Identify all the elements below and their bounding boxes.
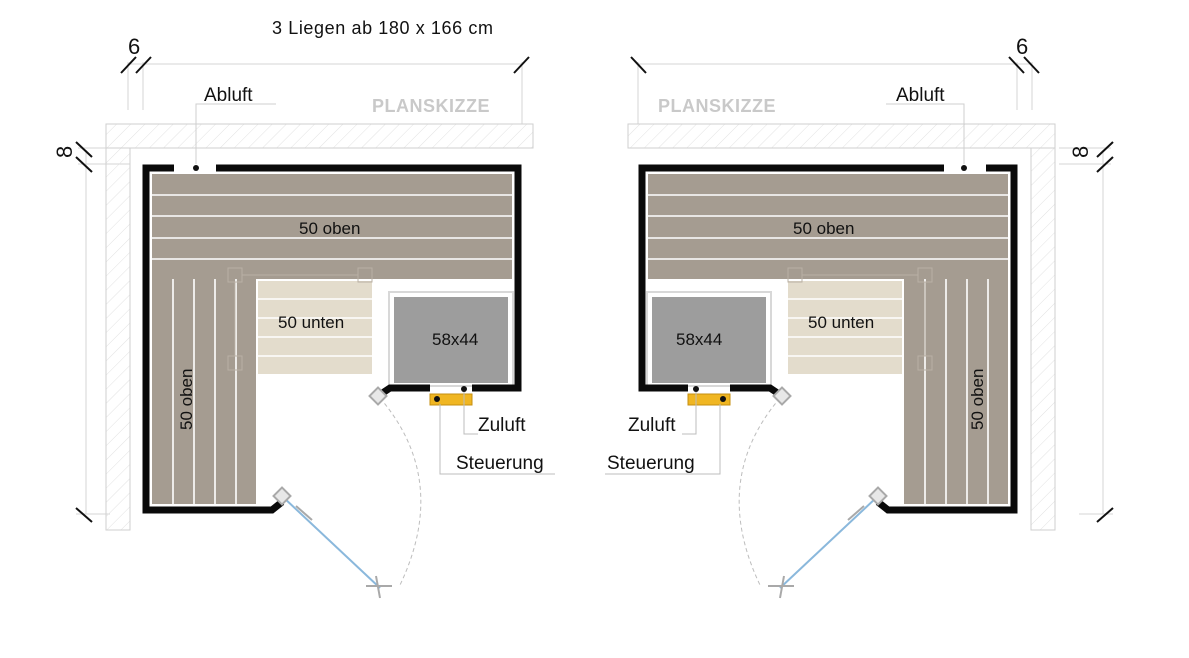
- control-box: [687, 393, 731, 406]
- bench-side-slats: [172, 279, 237, 504]
- door-glass: [282, 496, 381, 589]
- bench-side: [904, 279, 1008, 504]
- dimension-side-label: 8: [1068, 146, 1093, 158]
- watermark-planskizze: PLANSKIZZE: [658, 96, 776, 116]
- dimension-side-label: 8: [52, 146, 77, 158]
- intake-leader: [463, 392, 478, 435]
- heater-label: 58x44: [676, 330, 722, 349]
- bench-top: [648, 174, 1008, 279]
- bench-lower-slats: [788, 298, 902, 357]
- intake-dot-2: [461, 386, 467, 392]
- plan-right: 6 8 PLANSKIZZE Abluft 50 oben 50 oben: [605, 34, 1114, 599]
- bench-lower-label: 50 unten: [278, 313, 344, 332]
- door-glass: [779, 496, 878, 589]
- bench-top-slats: [152, 194, 512, 260]
- control-leader: [439, 404, 555, 475]
- dimension-top-label: 6: [128, 34, 140, 59]
- control-label: Steuerung: [456, 453, 544, 474]
- bench-lower: [258, 281, 372, 374]
- door-hinges: [768, 386, 888, 599]
- bench-lower-slats: [258, 298, 372, 357]
- plan-title: 3 Liegen ab 180 x 166 cm: [272, 18, 494, 38]
- bench-top: [152, 174, 512, 279]
- control-box: [429, 393, 473, 406]
- door-hinges: [272, 386, 392, 599]
- intake-label: Zuluft: [628, 415, 676, 436]
- dimension-lines: [76, 62, 523, 515]
- bench-side-label: 50 oben: [968, 369, 987, 430]
- intake-leader: [682, 392, 697, 435]
- room-wall-top: [627, 123, 1056, 149]
- bench-side-label: 50 oben: [177, 369, 196, 430]
- exhaust-label: Abluft: [204, 85, 253, 106]
- heater-label: 58x44: [432, 330, 478, 349]
- dimension-ticks: [630, 56, 1114, 523]
- intake-dot: [720, 396, 726, 402]
- exhaust-leader: [886, 103, 965, 168]
- dimension-ticks: [75, 56, 530, 523]
- exhaust-vent-dot: [961, 165, 967, 171]
- bench-side: [152, 279, 256, 504]
- dimension-top-label: 6: [1016, 34, 1028, 59]
- bench-lower-label: 50 unten: [808, 313, 874, 332]
- exhaust-vent-dot: [193, 165, 199, 171]
- room-wall-top: [105, 123, 534, 149]
- watermark-planskizze: PLANSKIZZE: [372, 96, 490, 116]
- room-wall-right: [1030, 147, 1056, 531]
- heater: [394, 297, 508, 383]
- bench-supports: [787, 267, 933, 371]
- control-leader: [605, 404, 721, 475]
- dimension-lines: [637, 62, 1113, 515]
- exhaust-label: Abluft: [896, 85, 945, 106]
- bench-top-slats: [648, 194, 1008, 260]
- bench-supports: [227, 267, 373, 371]
- room-wall-left: [105, 147, 131, 531]
- intake-label: Zuluft: [478, 415, 526, 436]
- heater: [652, 297, 766, 383]
- control-label: Steuerung: [607, 453, 695, 474]
- intake-dot-2: [693, 386, 699, 392]
- plan-left: 6 8 PLANSKIZZE Abluft 50 oben 50 oben: [52, 34, 555, 599]
- bench-top-label: 50 oben: [793, 219, 854, 238]
- bench-lower: [788, 281, 902, 374]
- intake-dot: [434, 396, 440, 402]
- exhaust-leader: [195, 103, 276, 168]
- bench-top-label: 50 oben: [299, 219, 360, 238]
